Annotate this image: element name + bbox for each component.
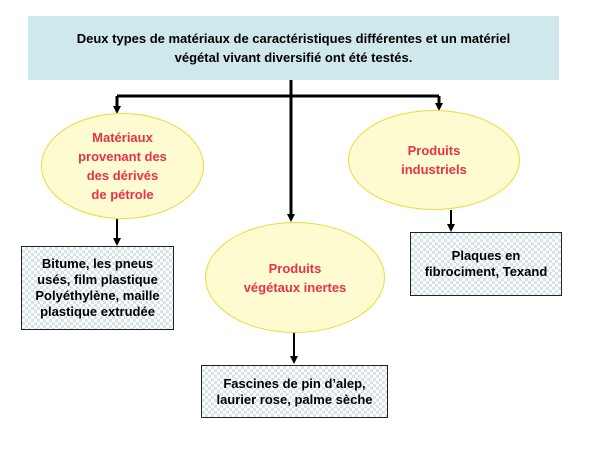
- header-box: Deux types de matériaux de caractéristiq…: [28, 16, 559, 80]
- left-category-label: Matériaux provenant des des dérivés de p…: [78, 130, 167, 202]
- right-category-label: Produits industriels: [401, 143, 467, 177]
- left-examples-box: Bitume, les pneus usés, film plastique P…: [21, 246, 174, 330]
- right-examples-text: Plaques en fibrociment, Texand: [424, 248, 548, 279]
- left-category-ellipse: Matériaux provenant des des dérivés de p…: [41, 113, 204, 219]
- middle-examples-text: Fascines de pin d’alep, laurier rose, pa…: [216, 375, 373, 407]
- right-examples-box: Plaques en fibrociment, Texand: [410, 232, 562, 296]
- middle-examples-box: Fascines de pin d’alep, laurier rose, pa…: [201, 365, 388, 418]
- middle-category-label: Produits végétaux inertes: [243, 260, 347, 295]
- left-examples-text: Bitume, les pneus usés, film plastique P…: [35, 256, 160, 319]
- middle-category-ellipse: Produits végétaux inertes: [205, 222, 385, 333]
- right-category-ellipse: Produits industriels: [348, 110, 520, 210]
- header-text: Deux types de matériaux de caractéristiq…: [76, 31, 511, 65]
